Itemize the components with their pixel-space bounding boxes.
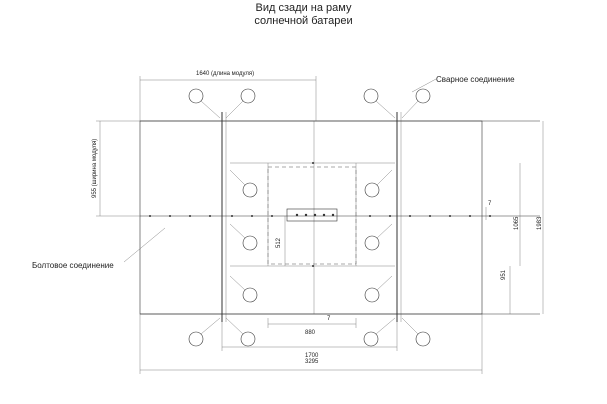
mount-plate-outline: [267, 166, 357, 265]
weld-circle-icon: [188, 88, 204, 104]
weld-callout-leader: [411, 78, 437, 93]
bolt-callout-leader: [123, 227, 166, 263]
weld-circle-icon: [363, 331, 379, 347]
dim-label-module-length: 1640 (длина модуля): [196, 71, 254, 77]
dim-label-512: 512: [276, 237, 282, 248]
bolt-circle-icon: [364, 235, 380, 251]
center-bracket: [286, 208, 338, 222]
weld-circle-icon: [363, 88, 379, 104]
welded-joint-label: Сварное соединение: [436, 75, 515, 84]
bolt-circle-icon: [364, 287, 380, 303]
bolt-circle-icon: [242, 182, 258, 198]
dim-label-7-right: 7: [488, 201, 492, 207]
drawing-title-line-2: солнечной батареи: [254, 15, 353, 27]
weld-circle-icon: [415, 331, 431, 347]
bolt-circle-icon: [364, 182, 380, 198]
dim-label-951: 951: [501, 269, 507, 280]
bolt-row: [149, 162, 491, 267]
weld-marker-group-bottom: [188, 317, 431, 347]
dim-label-1065: 1065: [514, 216, 520, 230]
weld-circle-icon: [240, 331, 256, 347]
bracket-hole: [304, 213, 308, 217]
drawing-title-line-1: Вид сзади на раму: [255, 2, 352, 14]
dim-label-1983: 1983: [537, 216, 543, 230]
bracket-hole: [313, 213, 317, 217]
dim-label-1700: 1700: [305, 353, 319, 359]
weld-marker-group-top: [188, 88, 431, 119]
dim-label-3295: 3295: [305, 359, 319, 365]
dim-label-7-bottom: 7: [327, 316, 331, 322]
weld-circle-icon: [188, 331, 204, 347]
bolt-circle-icon: [242, 235, 258, 251]
bolt-circle-icon: [242, 287, 258, 303]
bracket-hole: [322, 213, 326, 217]
weld-circle-icon: [240, 88, 256, 104]
bolt-marker-group-middle: [229, 223, 393, 251]
bolt-marker-group-lower: [229, 275, 393, 303]
module-outline: [139, 120, 483, 315]
bracket-hole: [331, 213, 335, 217]
weld-circle-icon: [415, 88, 431, 104]
dim-label-module-width: 955 (ширина модуля): [92, 139, 98, 198]
dim-label-880: 880: [305, 330, 316, 336]
bolted-joint-label: Болтовое соединение: [32, 261, 114, 270]
bracket-hole: [295, 213, 299, 217]
bolt-marker-group-upper: [229, 169, 393, 198]
